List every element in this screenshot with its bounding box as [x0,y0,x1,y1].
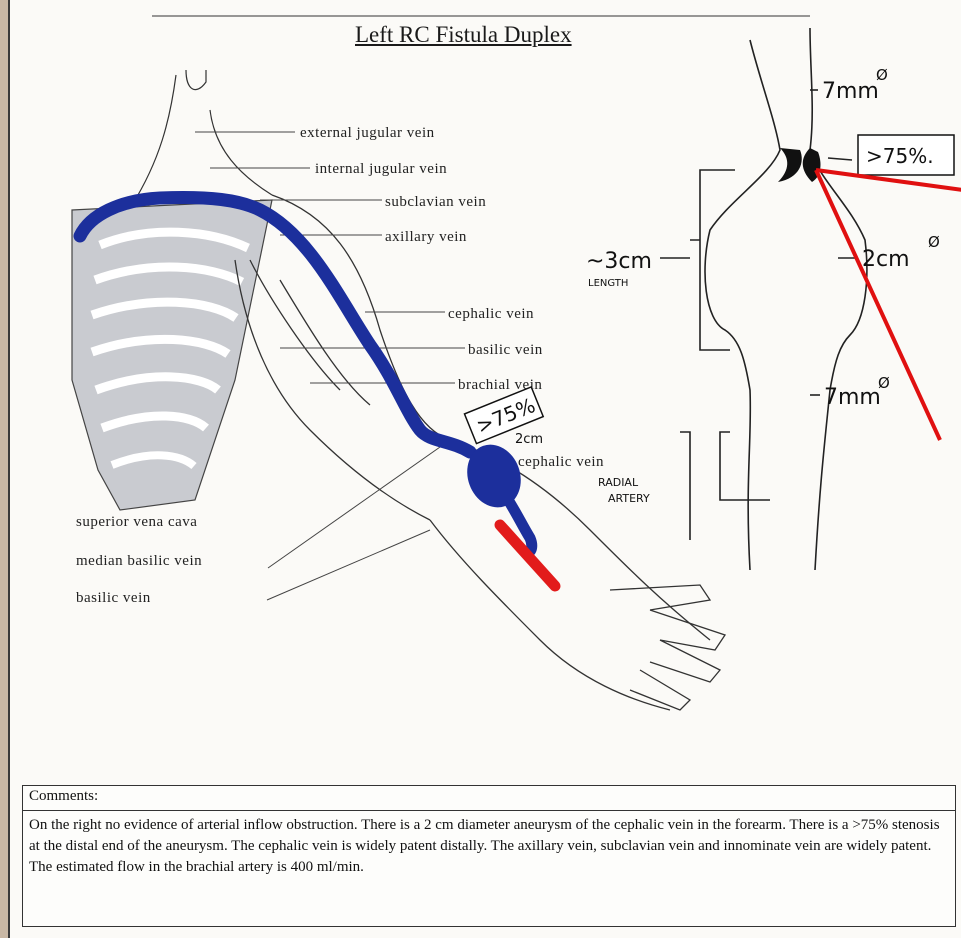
stenosis-left [778,148,802,182]
bottom-diameter: 7mm [824,385,881,410]
ribcage [72,200,272,510]
label-external-jugular-vein: external jugular vein [300,125,435,141]
top-diameter: 7mm [822,79,879,104]
fistula-diagram: external jugular vein internal jugular v… [10,0,961,780]
radial-artery-label: RADIAL ARTERY [598,476,650,505]
length-word: LENGTH [588,278,628,289]
label-subclavian-vein: subclavian vein [385,194,486,210]
label-median-basilic-vein: median basilic vein [76,553,202,569]
neck-outline [132,75,176,205]
aneurysm-size-arm: 2cm [515,432,543,447]
aneurysm-diameter-symbol: Ø [928,233,940,251]
label-axillary-vein: axillary vein [385,229,467,245]
report-sheet: Left RC Fistula Duplex [8,0,961,938]
bottom-diameter-symbol: Ø [878,374,890,392]
label-cephalic-vein-upper: cephalic vein [448,306,534,322]
label-internal-jugular-vein: internal jugular vein [315,161,447,177]
stenosis-detail-text: >75%. [866,144,934,168]
label-basilic-vein-lower: basilic vein [76,590,151,606]
label-basilic-vein-upper: basilic vein [468,342,543,358]
label-cephalic-vein-lower: cephalic vein [518,454,604,470]
label-superior-vena-cava: superior vena cava [76,514,197,530]
top-diameter-symbol: Ø [876,66,888,84]
comments-text: On the right no evidence of arterial inf… [23,811,955,882]
radial-artery-line: ARTERY [608,492,650,505]
aneurysm-diameter: 2cm [862,247,910,272]
ear-outline [186,70,206,90]
aneurysm-length: ~3cm [586,249,652,274]
comments-box: Comments: On the right no evidence of ar… [22,785,956,927]
detail-sketch [660,28,867,570]
radial-artery-line: RADIAL [598,476,639,489]
comments-heading: Comments: [23,786,955,811]
